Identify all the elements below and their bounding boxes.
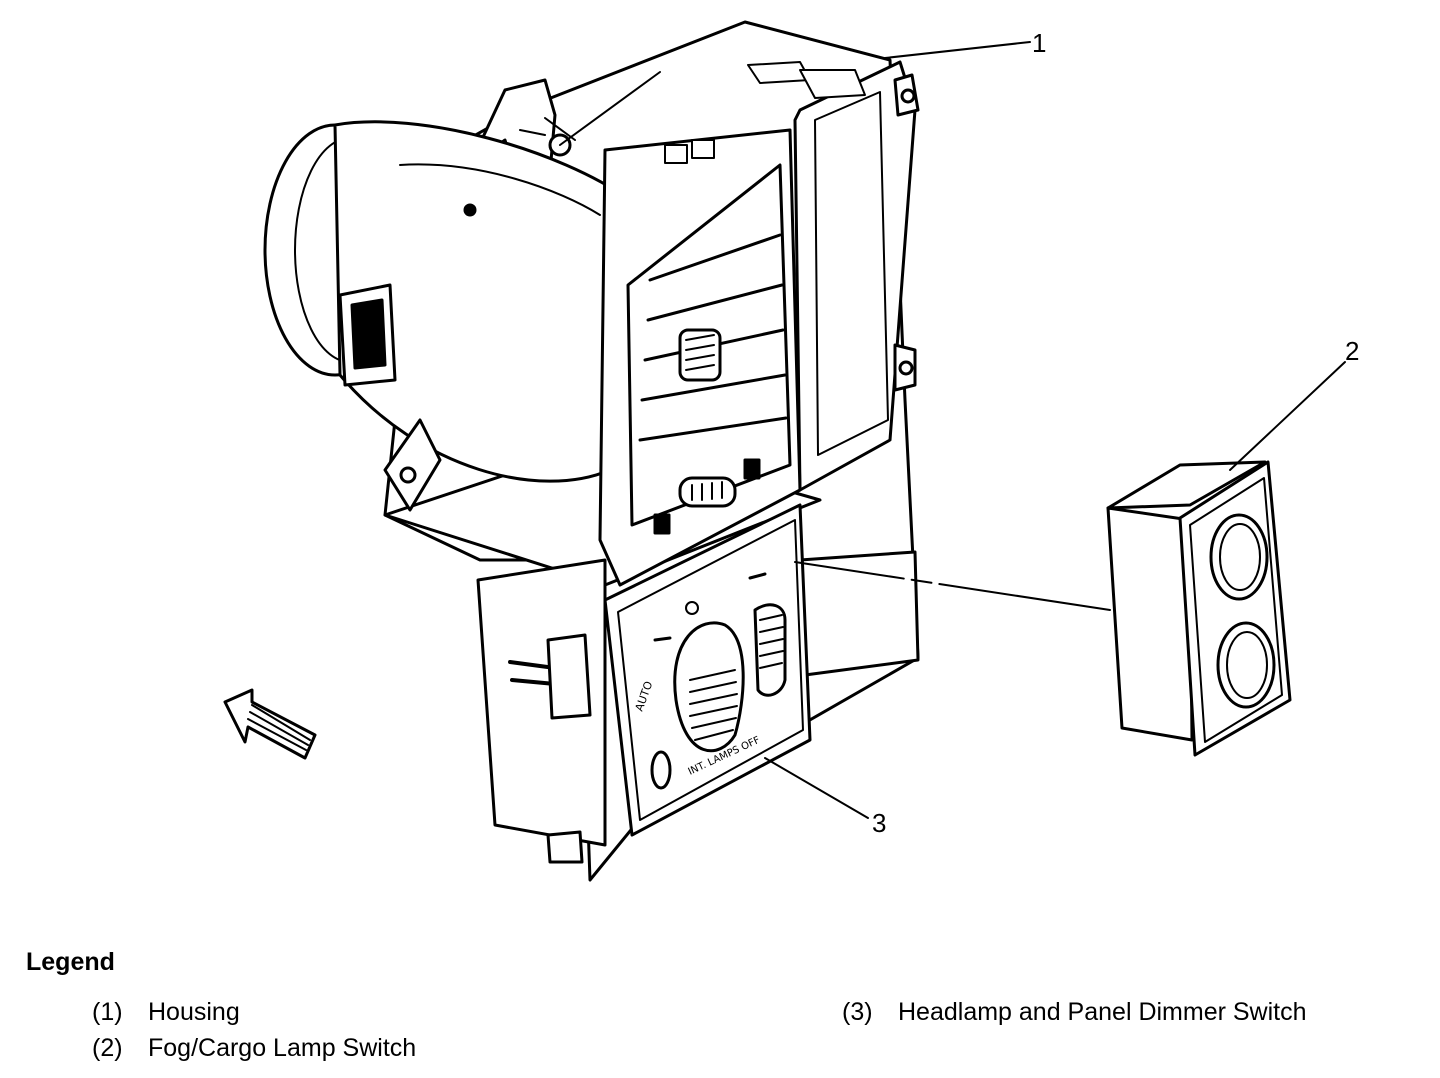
legend-item-label: Housing <box>148 998 240 1026</box>
callout-1: 1 <box>1032 28 1047 58</box>
legend-item: (3) Headlamp and Panel Dimmer Switch <box>842 998 1307 1027</box>
legend-item-number: (3) <box>842 998 873 1026</box>
legend-title: Legend <box>26 948 115 976</box>
callout-3: 3 <box>872 808 887 838</box>
air-outlet <box>263 120 802 587</box>
headlamp-dimmer-switch: AUTO INT. LAMPS OFF <box>476 503 812 864</box>
legend-item-number: (2) <box>92 1034 123 1062</box>
leader-lines <box>764 41 1346 819</box>
legend-item: (1) Housing <box>92 998 240 1027</box>
legend-item-number: (1) <box>92 998 123 1026</box>
legend-item-label: Fog/Cargo Lamp Switch <box>148 1034 417 1062</box>
fog-cargo-lamp-switch <box>1106 460 1292 757</box>
legend-item-label: Headlamp and Panel Dimmer Switch <box>898 998 1307 1026</box>
legend-item: (2) Fog/Cargo Lamp Switch <box>92 1034 416 1063</box>
exploded-view-diagram: AUTO INT. LAMPS OFF <box>223 20 1346 882</box>
callout-2: 2 <box>1345 336 1360 366</box>
view-direction-arrow-icon <box>223 688 317 760</box>
